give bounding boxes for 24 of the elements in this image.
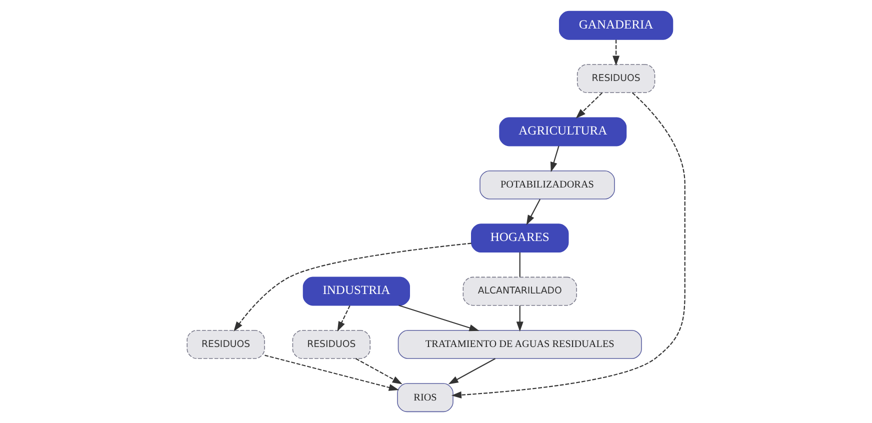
node-box: TRATAMIENTO DE AGUAS RESIDUALES <box>398 330 642 359</box>
node-box: RESIDUOS <box>292 330 370 359</box>
node-box: RESIDUOS <box>186 330 265 359</box>
node-box: GANADERIA <box>558 10 674 40</box>
arrow <box>516 306 524 332</box>
arrow <box>612 40 620 66</box>
arrow <box>264 354 399 391</box>
arrow <box>234 242 472 332</box>
arrow <box>398 304 480 332</box>
arrow <box>576 92 602 118</box>
arrow <box>337 305 350 332</box>
arrow <box>550 146 560 172</box>
arrow <box>356 358 402 384</box>
node-box: ALCANTARILLADO <box>462 276 577 306</box>
arrow <box>526 199 541 226</box>
node-box: RESIDUOS <box>576 64 656 94</box>
arrow <box>448 358 496 384</box>
node-box: RIOS <box>397 383 454 412</box>
node-box: INDUSTRIA <box>302 276 410 306</box>
arrow <box>451 92 686 398</box>
node-box: AGRICULTURA <box>499 117 627 146</box>
node-box: HOGARES <box>471 224 569 253</box>
connector <box>519 252 520 277</box>
node-box: POTABILIZADORAS <box>480 170 615 200</box>
